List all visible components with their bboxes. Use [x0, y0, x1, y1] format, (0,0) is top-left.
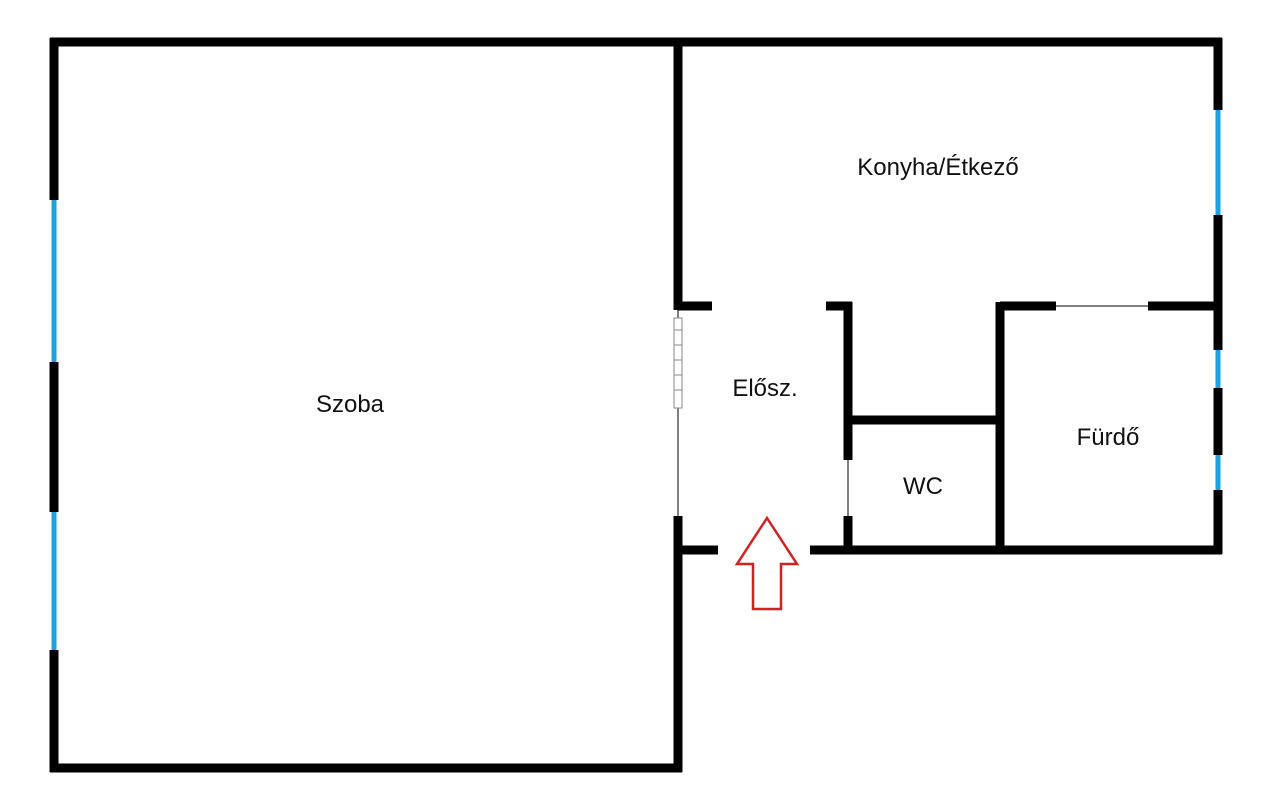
room-label-eloszoba: Elősz. [732, 375, 797, 402]
entrance-arrow-icon [734, 515, 800, 611]
room-label-szoba: Szoba [316, 391, 385, 418]
room-konyha: Konyha/Étkező [678, 37, 1223, 350]
room-label-konyha: Konyha/Étkező [857, 154, 1018, 181]
door-frame [673, 317, 683, 409]
room-label-wc: WC [903, 473, 943, 500]
room-label-furdo: Fürdő [1077, 424, 1140, 451]
room-furdo: Fürdő [1077, 350, 1223, 554]
room-wc: WC [844, 302, 1005, 554]
room-szoba: Szoba [49, 37, 683, 773]
room-eloszoba: Elősz. [678, 302, 1222, 611]
